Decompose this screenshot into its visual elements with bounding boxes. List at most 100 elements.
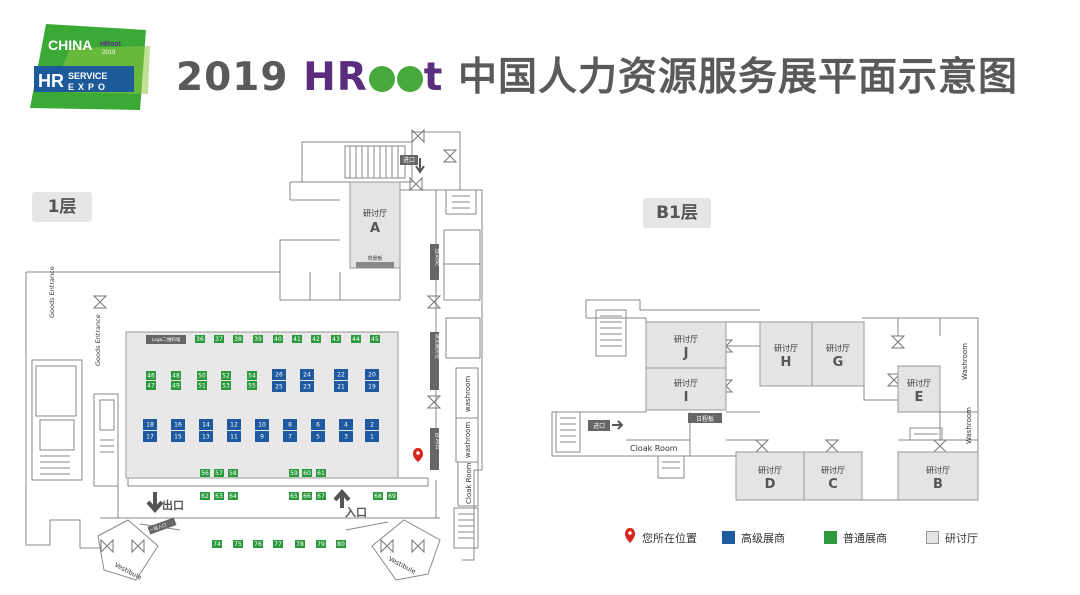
legend-location: 您所在位置	[642, 530, 697, 546]
legend-premium: 高级展商	[722, 530, 785, 546]
standard-booth-76-box	[253, 540, 263, 548]
premium-booth-1-label: 1	[370, 434, 374, 441]
standard-booth-78-label: 78	[296, 541, 304, 548]
standard-booth-69-box	[387, 492, 397, 500]
title-text: 中国人力资源服务展平面示意图	[458, 55, 1019, 100]
hall-a-sign: 背景板	[367, 255, 382, 262]
standard-booth-38: 38	[233, 335, 243, 343]
premium-booth-2-box	[365, 419, 379, 430]
standard-booth-57-box	[214, 469, 224, 477]
bottom-sign: 一层入口	[149, 522, 168, 534]
standard-booth-47-box	[146, 381, 156, 390]
standard-booth-40-box	[273, 335, 283, 343]
standard-booth-75: 75	[233, 540, 243, 548]
standard-booth-41-label: 41	[293, 336, 301, 343]
entrance-top-label: 进口	[403, 156, 415, 164]
b1-entrance-arrow-icon	[612, 420, 624, 430]
premium-booth-11-label: 11	[230, 434, 238, 441]
title-brand-t: t	[423, 55, 444, 100]
standard-booth-61: 61	[316, 469, 326, 477]
standard-booth-55-label: 55	[248, 383, 256, 390]
b1-hall-j-box	[645, 321, 727, 369]
standard-booth-58-box	[228, 469, 238, 477]
standard-booth-58-label: 58	[229, 470, 237, 477]
standard-booth-42-box	[311, 335, 321, 343]
standard-booth-66-label: 66	[303, 493, 311, 500]
premium-booth-3: 3	[339, 431, 353, 442]
premium-booth-17-box	[143, 431, 157, 442]
vestibule-right-label: Vestibule	[387, 555, 417, 576]
standard-booth-65-box	[289, 492, 299, 500]
washroom-1-label: washroom	[464, 376, 472, 412]
b1-hall-b-box	[897, 451, 979, 501]
standard-booth-69-label: 69	[388, 493, 396, 500]
premium-booth-12: 12	[227, 419, 241, 430]
legend-premium-text: 高级展商	[741, 532, 785, 545]
standard-booth-36-box	[195, 335, 205, 343]
standard-booth-74-box	[212, 540, 222, 548]
standard-booth-52: 52	[221, 371, 231, 380]
b1-hall-g-label: 研讨厅	[826, 343, 850, 353]
standard-booth-51: 51	[197, 381, 207, 390]
standard-booth-39: 39	[253, 335, 263, 343]
schedule-board-box	[688, 413, 722, 423]
standard-booth-48-box	[171, 371, 181, 380]
exit-arrow-icon	[146, 492, 164, 514]
floor-1-tag: 1层	[32, 192, 92, 222]
side-sign-3: 咨询台	[434, 432, 442, 450]
premium-booth-8: 8	[283, 419, 297, 430]
standard-booth-51-label: 51	[198, 383, 206, 390]
premium-booth-21-box	[334, 381, 348, 392]
premium-booth-6-label: 6	[316, 422, 320, 429]
standard-booth-45: 45	[370, 335, 380, 343]
side-sign-box-1	[430, 244, 439, 280]
logo-wall-label: Logo二维码墙	[152, 336, 181, 343]
premium-booth-18: 18	[143, 419, 157, 430]
premium-booth-17: 17	[143, 431, 157, 442]
premium-booth-20-box	[365, 369, 379, 380]
standard-booth-65-label: 65	[290, 493, 298, 500]
premium-booth-21: 21	[334, 381, 348, 392]
b1-hall-h-letter: H	[781, 355, 792, 370]
standard-booth-43-box	[331, 335, 341, 343]
logo-hr-text: HR	[38, 71, 64, 91]
premium-booth-15-label: 15	[174, 434, 182, 441]
legend-standard: 普通展商	[824, 530, 887, 546]
premium-booth-26: 26	[272, 369, 286, 380]
premium-booth-10: 10	[255, 419, 269, 430]
standard-booth-56-label: 56	[201, 470, 209, 477]
exit-label: 出口	[162, 498, 184, 512]
logo-year-text: 2019	[102, 50, 116, 56]
standard-booth-50-label: 50	[198, 373, 206, 380]
standard-booth-61-box	[316, 469, 326, 477]
legend-location-text: 您所在位置	[642, 532, 697, 545]
premium-booth-14: 14	[199, 419, 213, 430]
premium-booth-8-label: 8	[288, 422, 292, 429]
standard-booth-79: 79	[316, 540, 326, 548]
standard-booth-48-label: 48	[172, 373, 180, 380]
hall-a-label: 研讨厅	[363, 208, 387, 218]
premium-booth-14-box	[199, 419, 213, 430]
premium-booth-18-box	[143, 419, 157, 430]
standard-booth-52-box	[221, 371, 231, 380]
standard-booth-63-box	[214, 492, 224, 500]
standard-booth-74: 74	[212, 540, 222, 548]
standard-booth-52-label: 52	[222, 373, 230, 380]
premium-booth-16: 16	[171, 419, 185, 430]
standard-booth-50-box	[197, 371, 207, 380]
premium-booth-10-label: 10	[258, 422, 266, 429]
standard-booth-67-label: 67	[317, 493, 325, 500]
standard-booth-64-label: 64	[229, 493, 237, 500]
premium-booth-11-box	[227, 431, 241, 442]
logo-expo-text: EXPO	[68, 82, 109, 92]
standard-booth-40-label: 40	[274, 336, 282, 343]
bottom-sign-box	[147, 517, 177, 535]
b1-hall-e-letter: E	[915, 390, 924, 405]
premium-booth-12-label: 12	[230, 422, 238, 429]
floor1-hall-a	[349, 181, 401, 269]
standard-booth-60-box	[302, 469, 312, 477]
standard-booth-56: 56	[200, 469, 210, 477]
